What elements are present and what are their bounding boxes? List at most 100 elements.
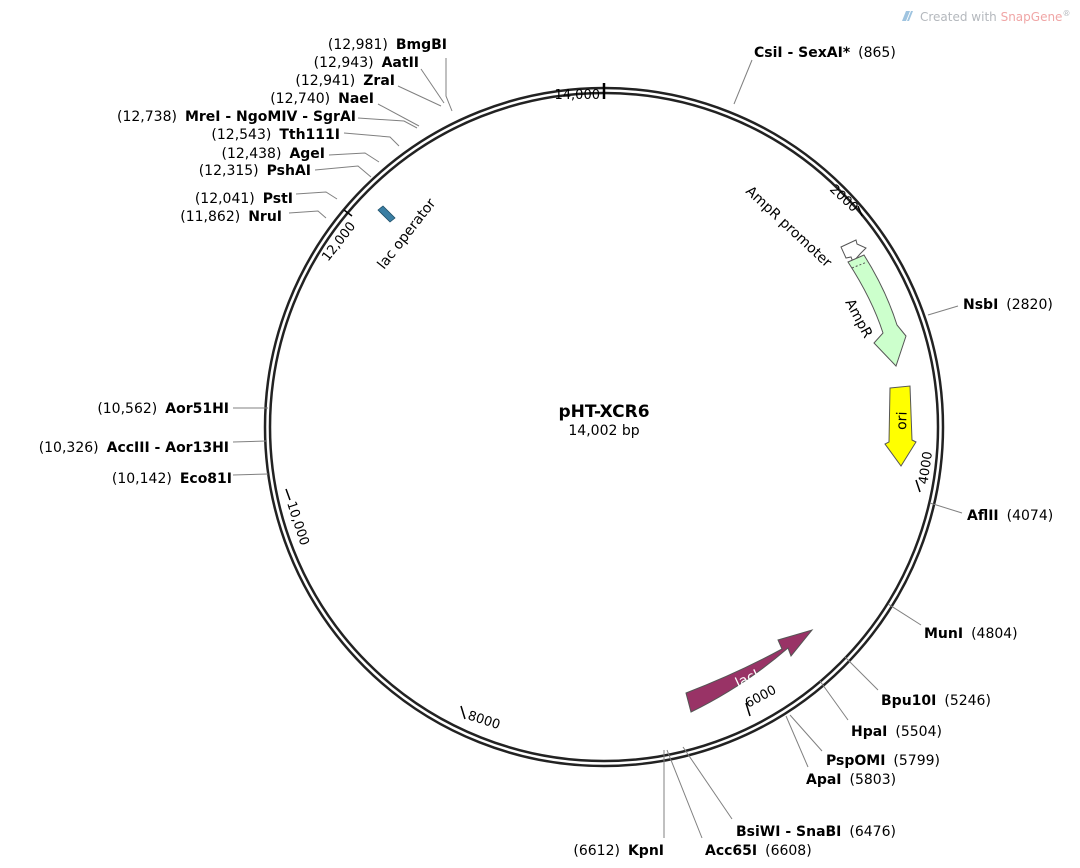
site-bpu10i[interactable]: Bpu10I (5246) [881,693,991,709]
site-hpai-pos: (5504) [895,724,942,740]
site-acciii[interactable]: (10,326) AccIII - Aor13HI [39,440,229,456]
site-bsiwi[interactable]: BsiWI - SnaBI (6476) [736,824,896,840]
svg-text:Created with SnapGene®: Created with SnapGene® [920,9,1070,24]
site-nsbi[interactable]: NsbI (2820) [963,297,1053,313]
credit-prefix: Created with [920,10,1001,24]
site-pspomi-pos: (5799) [893,753,940,769]
site-bsiwi-name: BsiWI - SnaBI [736,824,841,840]
snapgene-credit: Created with SnapGene® [902,9,1070,24]
site-kpni[interactable]: (6612) KpnI [573,843,664,859]
ruler-label-10000: 10,000 [283,500,311,548]
site-labels: (12,981) BmgBI (12,943)AatII (12,941) ZraI… [39,37,1054,859]
site-bmgbi-name: BmgBI [396,37,447,53]
site-pshai-name: PshAI [267,163,311,179]
ruler-tick-12000 [343,209,353,217]
site-nrui[interactable]: (11,862) NruI [180,209,282,225]
site-aor51hi[interactable]: (10,562) Aor51HI [97,401,229,417]
site-pspomi-name: PspOMI [826,753,885,769]
site-aor51hi-name: Aor51HI [165,401,229,417]
ampr-promoter-overlap [851,261,868,269]
site-psti-name: PstI [263,191,293,207]
ruler-label-4000: 4000 [917,450,936,485]
feature-ampr[interactable]: AmpR [841,254,907,367]
site-hpai-name: HpaI [851,724,887,740]
site-bmgbi[interactable]: (12,981) BmgBI [328,37,447,53]
site-naei-pos: (12,740) [270,91,330,107]
site-aflii-name: AflII [967,508,999,524]
site-naei-name: NaeI [338,91,374,107]
site-nrui-pos: (11,862) [180,209,240,225]
ampr-label: AmpR [841,296,875,341]
laci-arrow [685,629,814,713]
site-csii-pos: (865) [858,45,896,61]
plasmid-name: pHT-XCR6 [558,402,649,422]
ruler-label-8000: 8000 [466,709,502,733]
site-csii-name: CsiI - SexAI* [754,45,851,61]
site-aatii[interactable]: (12,943)AatII [314,55,419,71]
site-acc65i-name: Acc65I [705,843,757,859]
leader-lines [232,58,963,839]
site-agei-pos: (12,438) [222,146,282,162]
site-aflii-pos: (4074) [1007,508,1054,524]
ampr-promoter-arrow [840,239,867,263]
site-csii[interactable]: CsiI - SexAI* (865) [754,45,896,61]
site-acc65i-pos: (6608) [765,843,812,859]
site-mrei-name: MreI - NgoMIV - SgrAI [185,109,356,125]
site-apai-pos: (5803) [850,772,897,788]
ori-arrow [884,385,917,467]
ruler-tick-6000 [745,702,751,717]
site-agei[interactable]: (12,438) AgeI [222,146,325,162]
site-acc65i[interactable]: Acc65I (6608) [705,843,812,859]
site-acciii-pos: (10,326) [39,440,99,456]
site-nrui-name: NruI [248,209,282,225]
site-muni-pos: (4804) [971,626,1018,642]
site-kpni-pos: (6612) [573,843,620,859]
site-aflii[interactable]: AflII (4074) [967,508,1053,524]
credit-mark: ® [1062,9,1070,18]
site-nsbi-name: NsbI [963,297,998,313]
site-tth111i-name: Tth111I [279,127,340,143]
site-eco81i-name: Eco81I [180,471,232,487]
site-aatii-name: AatII [382,55,419,71]
site-muni[interactable]: MunI (4804) [924,626,1018,642]
site-mrei[interactable]: (12,738) MreI - NgoMIV - SgrAI [117,109,356,125]
site-hpai[interactable]: HpaI (5504) [851,724,942,740]
site-naei[interactable]: (12,740) NaeI [270,91,374,107]
site-eco81i-pos: (10,142) [112,471,172,487]
site-tth111i-pos: (12,543) [211,127,271,143]
site-bpu10i-name: Bpu10I [881,693,936,709]
site-bpu10i-pos: (5246) [944,693,991,709]
site-agei-name: AgeI [289,146,325,162]
ori-label: ori [894,411,911,430]
site-pspomi[interactable]: PspOMI (5799) [826,753,940,769]
ampr-arrow [847,254,907,367]
ruler-label-14000: 14,000 [555,88,601,103]
ruler-tick-8000 [460,705,466,720]
site-zrai-pos: (12,941) [295,73,355,89]
site-zrai-name: ZraI [363,73,395,89]
site-acciii-name: AccIII - Aor13HI [107,440,229,456]
credit-brand: SnapGene [1001,10,1063,24]
site-apai[interactable]: ApaI (5803) [806,772,896,788]
site-apai-name: ApaI [806,772,842,788]
site-psti-pos: (12,041) [195,191,255,207]
site-bsiwi-pos: (6476) [849,824,896,840]
snapgene-logo-icon [902,11,913,21]
ruler-tick-2000 [857,205,863,217]
site-bmgbi-pos: (12,981) [328,37,388,53]
feature-ori[interactable]: ori [884,385,917,467]
site-eco81i[interactable]: (10,142) Eco81I [112,471,232,487]
plasmid-length: 14,002 bp [568,423,639,439]
feature-lac-operator[interactable]: lac operator [375,196,440,273]
site-zrai[interactable]: (12,941) ZraI [295,73,395,89]
site-aor51hi-pos: (10,562) [97,401,157,417]
site-pshai[interactable]: (12,315)PshAI [199,163,311,179]
lac-operator-mark [377,205,396,223]
site-tth111i[interactable]: (12,543) Tth111I [211,127,340,143]
site-kpni-name: KpnI [628,843,664,859]
site-psti[interactable]: (12,041) PstI [195,191,293,207]
site-nsbi-pos: (2820) [1006,297,1053,313]
site-mrei-pos: (12,738) [117,109,177,125]
site-muni-name: MunI [924,626,963,642]
